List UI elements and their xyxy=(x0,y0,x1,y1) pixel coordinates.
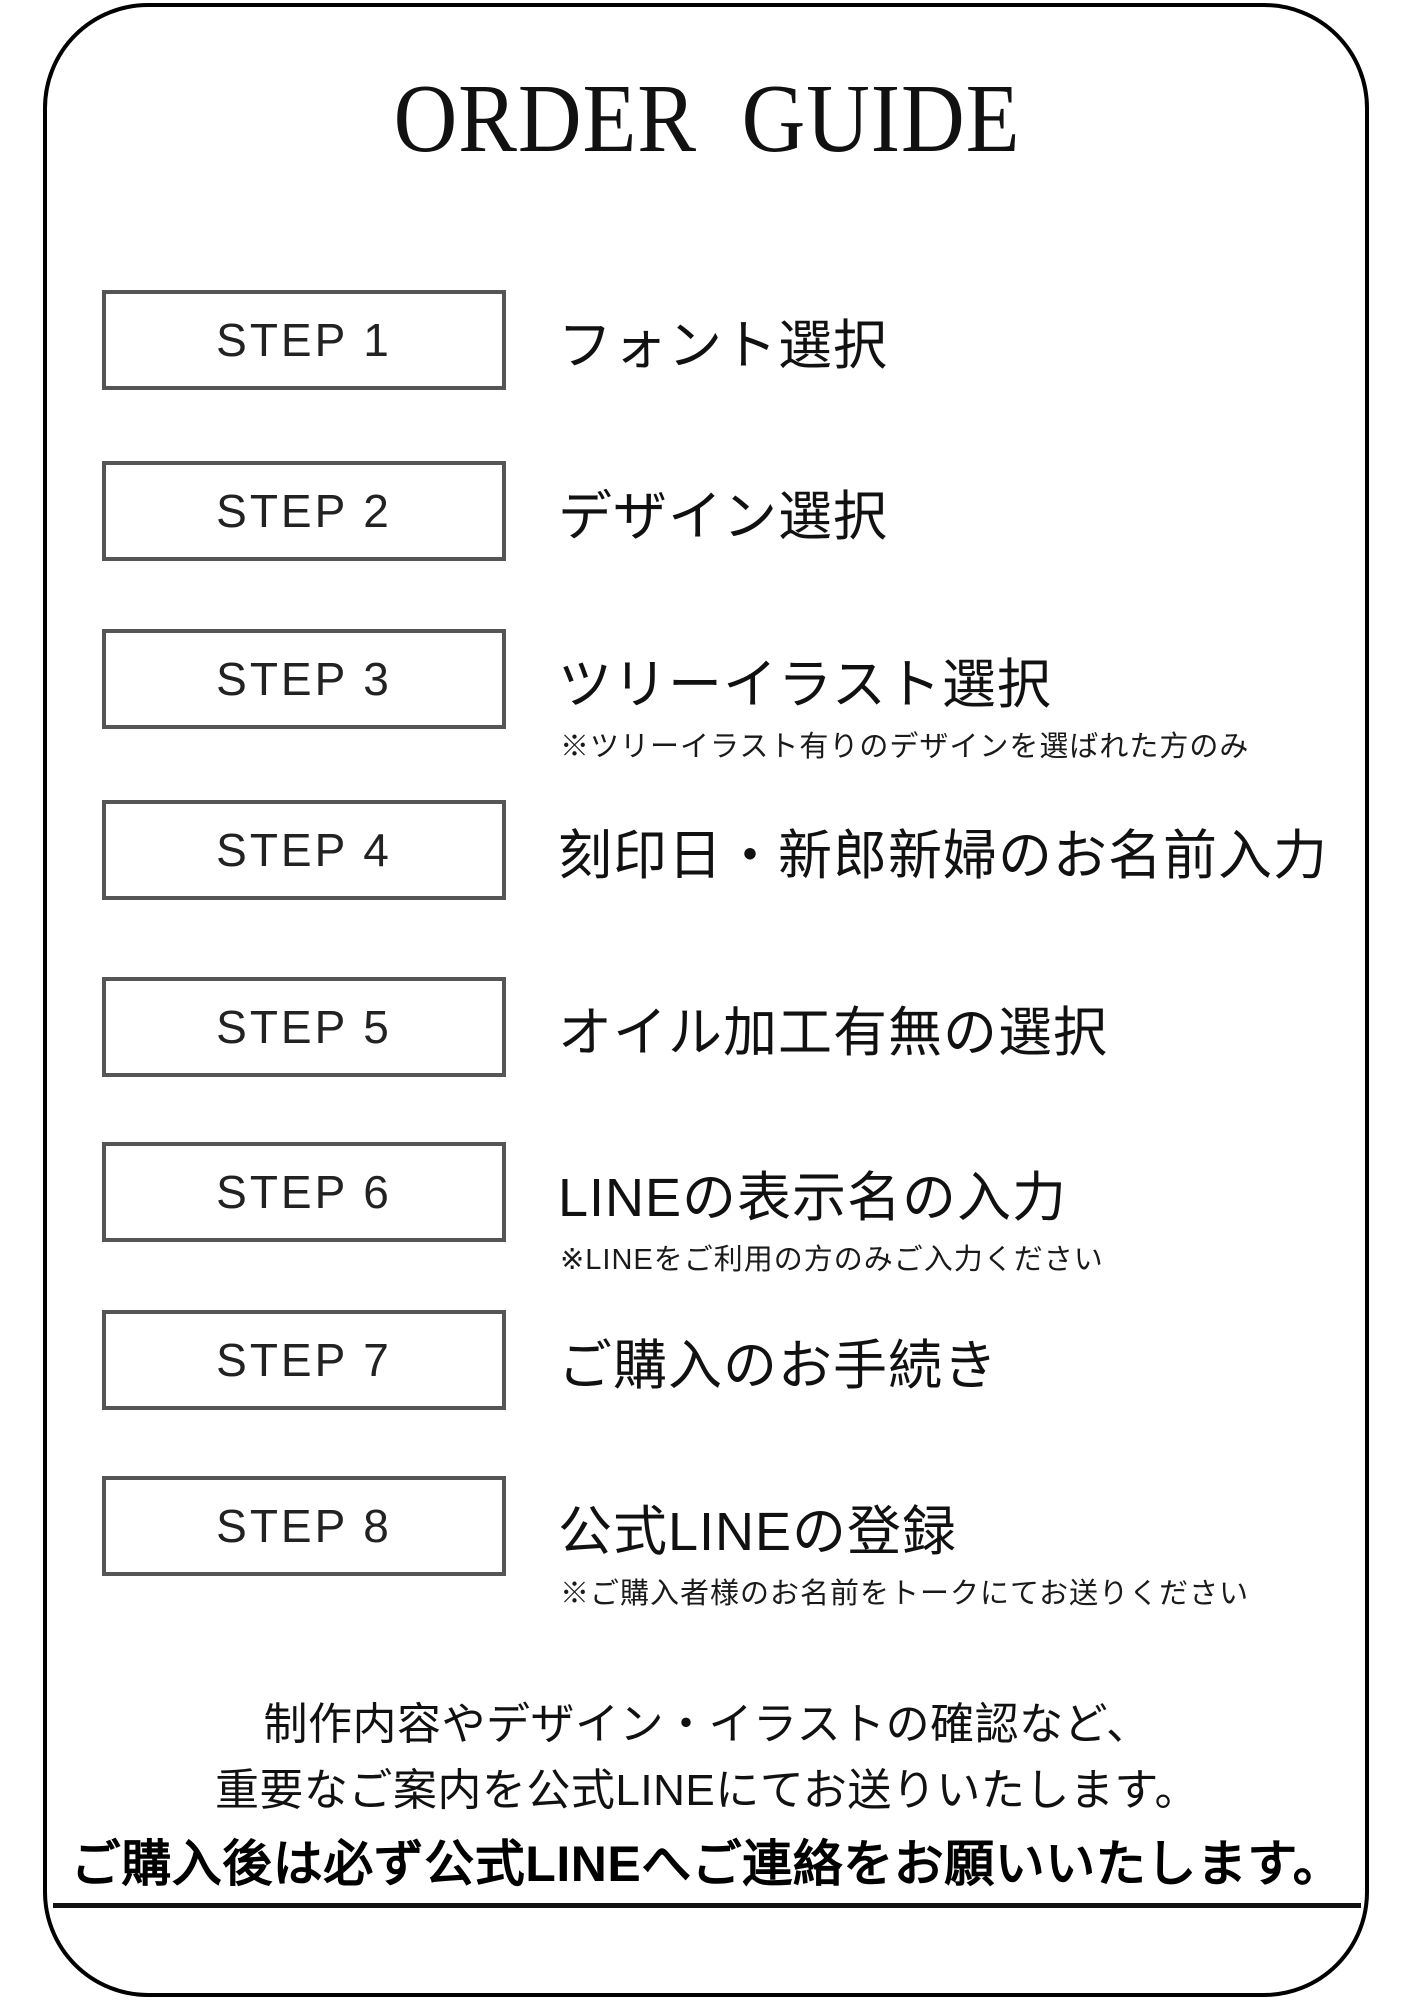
step-3-label: ツリーイラスト選択 xyxy=(558,654,1052,715)
step-8-label: 公式LINEの登録 xyxy=(558,1501,958,1562)
footer-line-2: 重要なご案内を公式LINEにてお送りいたします。 xyxy=(214,1766,1200,1815)
step-8-box: STEP 8 xyxy=(102,1476,506,1576)
step-4-box: STEP 4 xyxy=(102,800,506,900)
step-6-box-label: STEP 6 xyxy=(216,1166,392,1218)
step-4-label: 刻印日・新郎新婦のお名前入力 xyxy=(558,825,1328,886)
footer-line-1: 制作内容やデザイン・イラストの確認など、 xyxy=(263,1700,1151,1749)
step-8-note: ※ご購入者様のお名前をトークにてお送りください xyxy=(560,1578,1250,1610)
step-1-label: フォント選択 xyxy=(558,315,888,376)
step-2-label: デザイン選択 xyxy=(558,486,888,547)
step-2-box-label: STEP 2 xyxy=(216,485,392,537)
step-4-box-label: STEP 4 xyxy=(216,824,392,876)
step-6-box: STEP 6 xyxy=(102,1142,506,1242)
step-5-box: STEP 5 xyxy=(102,977,506,1077)
footer-emphasis-line: ご購入後は必ず公式LINEへご連絡をお願いいたします。 xyxy=(52,1839,1362,1908)
step-2-box: STEP 2 xyxy=(102,461,506,561)
step-8-box-label: STEP 8 xyxy=(216,1500,392,1552)
step-5-label: オイル加工有無の選択 xyxy=(558,1002,1108,1063)
step-row-2: STEP 2 デザイン選択 xyxy=(102,461,888,561)
step-6-label: LINEの表示名の入力 xyxy=(558,1167,1068,1228)
step-row-4: STEP 4 刻印日・新郎新婦のお名前入力 xyxy=(102,800,1328,900)
step-1-box: STEP 1 xyxy=(102,290,506,390)
step-7-box-label: STEP 7 xyxy=(216,1334,392,1386)
step-1-box-label: STEP 1 xyxy=(216,314,392,366)
step-5-box-label: STEP 5 xyxy=(216,1001,392,1053)
step-6-note: ※LINEをご利用の方のみご入力ください xyxy=(560,1244,1104,1276)
step-3-box: STEP 3 xyxy=(102,629,506,729)
step-row-1: STEP 1 フォント選択 xyxy=(102,290,888,390)
footer: 制作内容やデザイン・イラストの確認など、 重要なご案内を公式LINEにてお送りい… xyxy=(0,1703,1414,1908)
page-title: ORDER GUIDE xyxy=(393,65,1021,173)
step-row-8: STEP 8 公式LINEの登録 ※ご購入者様のお名前をトークにてお送りください xyxy=(102,1476,1248,1610)
step-row-5: STEP 5 オイル加工有無の選択 xyxy=(102,977,1108,1077)
step-7-label: ご購入のお手続き xyxy=(558,1335,998,1396)
step-7-box: STEP 7 xyxy=(102,1310,506,1410)
step-row-3: STEP 3 ツリーイラスト選択 ※ツリーイラスト有りのデザインを選ばれた方のみ xyxy=(102,629,1248,763)
step-row-6: STEP 6 LINEの表示名の入力 ※LINEをご利用の方のみご入力ください xyxy=(102,1142,1103,1276)
step-3-box-label: STEP 3 xyxy=(216,653,392,705)
step-3-note: ※ツリーイラスト有りのデザインを選ばれた方のみ xyxy=(560,731,1250,763)
step-row-7: STEP 7 ご購入のお手続き xyxy=(102,1310,998,1410)
